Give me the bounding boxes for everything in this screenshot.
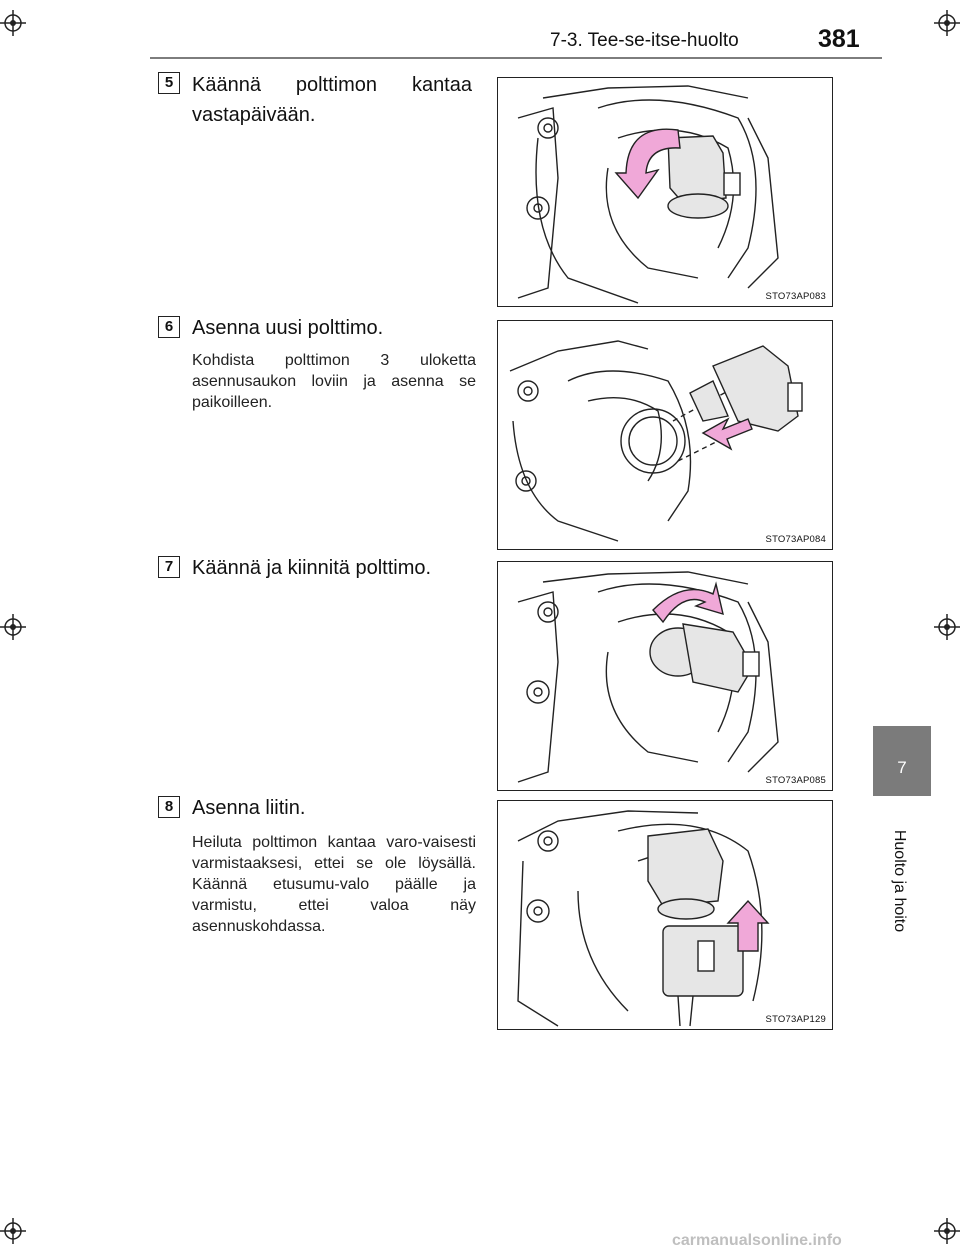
step-number-5: 5 bbox=[158, 72, 180, 94]
figure-step-6: STO73AP084 bbox=[497, 320, 833, 550]
registration-mark-icon bbox=[934, 10, 960, 36]
page-number: 381 bbox=[818, 25, 860, 53]
step-description-6: Kohdista polttimon 3 uloketta asennusauk… bbox=[192, 352, 476, 411]
step-number-7: 7 bbox=[158, 556, 180, 578]
chapter-number: 7 bbox=[897, 758, 907, 777]
step-title-7: Käännä ja kiinnitä polttimo. bbox=[192, 557, 432, 579]
figure-code: STO73AP084 bbox=[765, 534, 826, 545]
arrow-counterclockwise-icon bbox=[614, 128, 681, 200]
figure-step-8: STO73AP129 bbox=[497, 800, 833, 1030]
figure-step-5: STO73AP083 bbox=[497, 77, 833, 307]
arrow-up-icon bbox=[726, 899, 770, 952]
step-number-6: 6 bbox=[158, 316, 180, 338]
step-title-8: Asenna liitin. bbox=[192, 797, 306, 819]
figure-code: STO73AP129 bbox=[765, 1014, 826, 1025]
figure-code: STO73AP085 bbox=[765, 775, 826, 786]
header-rule bbox=[150, 57, 882, 59]
step-number-8: 8 bbox=[158, 796, 180, 818]
registration-mark-icon bbox=[0, 614, 26, 640]
figure-code: STO73AP083 bbox=[765, 291, 826, 302]
arrow-clockwise-icon bbox=[652, 581, 724, 624]
arrow-insert-icon bbox=[701, 417, 753, 451]
figure-step-7: STO73AP085 bbox=[497, 561, 833, 791]
chapter-label: Huolto ja hoito bbox=[879, 811, 919, 951]
step-title-6: Asenna uusi polttimo. bbox=[192, 317, 384, 339]
step-description-8: Heiluta polttimon kantaa varo-vaisesti v… bbox=[192, 834, 476, 935]
registration-mark-icon bbox=[934, 614, 960, 640]
section-title: 7-3. Tee-se-itse-huolto bbox=[550, 30, 739, 51]
chapter-tab: 7 bbox=[873, 726, 931, 796]
chapter-label-text: Huolto ja hoito bbox=[891, 829, 908, 933]
registration-mark-icon bbox=[934, 1218, 960, 1244]
registration-mark-icon bbox=[0, 10, 26, 36]
registration-mark-icon bbox=[0, 1218, 26, 1244]
step-title-5: Käännä polttimon kantaa vastapäivään. bbox=[192, 74, 472, 126]
watermark: carmanualsonline.info bbox=[672, 1232, 842, 1249]
